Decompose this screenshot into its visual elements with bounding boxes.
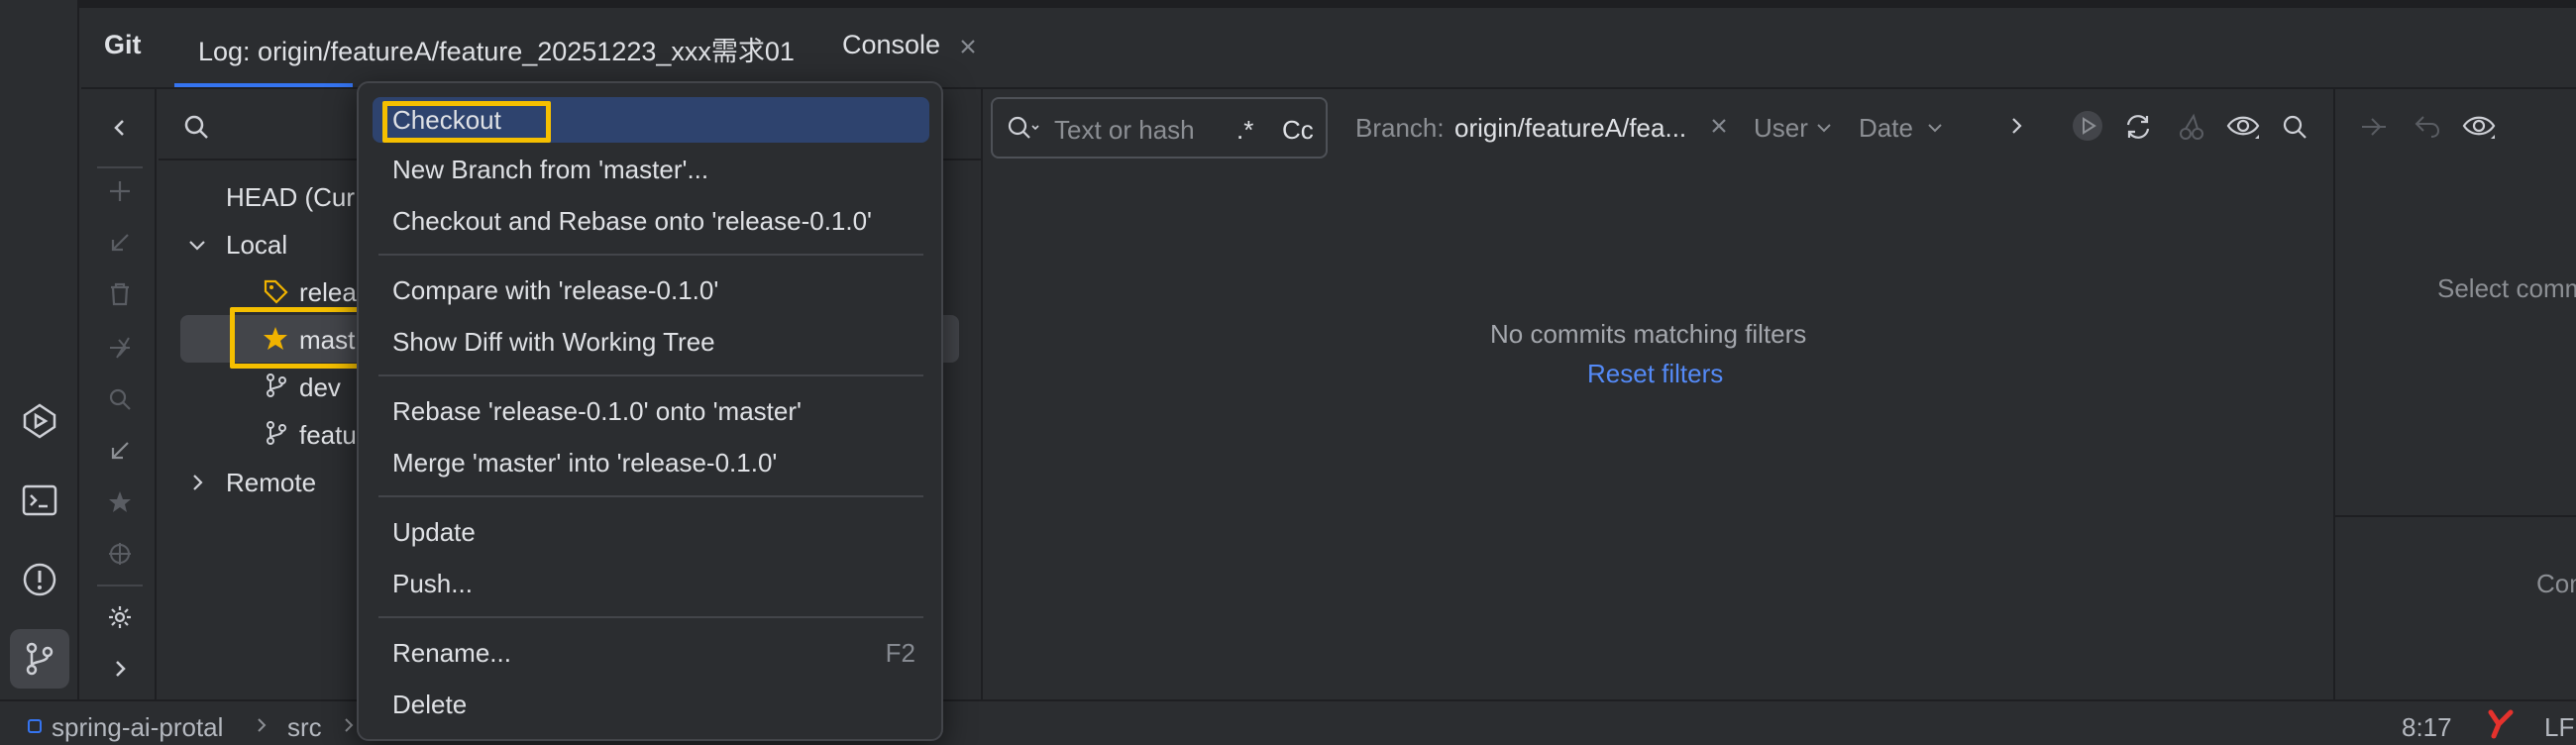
chevron-right-icon	[341, 717, 357, 733]
chevron-left-icon[interactable]	[103, 111, 137, 145]
cherry-pick-icon[interactable]	[2176, 111, 2207, 143]
compare-icon[interactable]	[103, 331, 137, 365]
hash-search-field[interactable]: Text or hash .* Cc	[991, 97, 1328, 159]
branch-icon	[264, 420, 289, 446]
project-icon	[28, 719, 42, 733]
tool-window-header	[81, 8, 2576, 89]
toolbar-divider	[97, 166, 143, 168]
expand-icon[interactable]	[103, 434, 137, 468]
problems-icon[interactable]	[10, 550, 69, 609]
undo-icon[interactable]	[2412, 111, 2443, 143]
branch-item-dev[interactable]: dev	[299, 372, 341, 402]
search-icon	[182, 113, 210, 141]
menu-item-new-branch[interactable]: New Branch from 'master'...	[392, 155, 709, 184]
branch-item-master[interactable]: mast	[299, 325, 356, 355]
case-toggle[interactable]: Cc	[1282, 115, 1314, 145]
branch-item-release[interactable]: relea	[299, 277, 357, 307]
chevron-right-icon[interactable]	[103, 652, 137, 686]
top-strip-dark	[634, 0, 2487, 8]
menu-item-checkout-rebase[interactable]: Checkout and Rebase onto 'release-0.1.0'	[392, 206, 873, 236]
search-icon[interactable]	[103, 382, 137, 416]
branch-filter-value[interactable]: origin/featureA/fea...	[1454, 113, 1687, 143]
branch-filter-label[interactable]: Branch:	[1355, 113, 1445, 143]
terminal-icon[interactable]	[10, 471, 69, 530]
highlight-annotation	[230, 307, 367, 369]
expand-icon[interactable]	[2358, 111, 2390, 143]
tab-console[interactable]: Console	[842, 30, 941, 59]
menu-separator	[378, 374, 923, 376]
chevron-right-icon[interactable]	[186, 472, 208, 493]
hash-search-placeholder: Text or hash	[1054, 115, 1195, 145]
eye-icon[interactable]	[2225, 111, 2261, 143]
chevron-down-icon[interactable]	[1926, 119, 1944, 137]
panel-divider[interactable]	[981, 89, 983, 699]
update-icon[interactable]	[103, 226, 137, 260]
date-filter[interactable]: Date	[1859, 113, 1913, 143]
active-tab-indicator	[174, 83, 353, 87]
highlight-annotation	[382, 101, 551, 143]
eye-icon[interactable]	[2461, 111, 2497, 143]
plugin-icon[interactable]	[2487, 709, 2515, 739]
toolbar-divider	[97, 585, 143, 586]
menu-item-delete[interactable]: Delete	[392, 690, 468, 719]
delete-icon[interactable]	[103, 277, 137, 311]
star-icon	[262, 325, 289, 353]
chevron-right-icon	[254, 717, 269, 733]
rename-shortcut: F2	[885, 638, 915, 668]
branch-icon	[264, 372, 289, 398]
tab-log[interactable]: Log: origin/featureA/feature_20251223_xx…	[198, 37, 795, 66]
commit-details-text: Com	[2536, 569, 2576, 598]
tab-git[interactable]: Git	[104, 30, 142, 59]
search-icon[interactable]	[2281, 113, 2308, 141]
menu-separator	[378, 495, 923, 497]
menu-item-push[interactable]: Push...	[392, 569, 473, 598]
cursor-position[interactable]: 8:17	[2402, 712, 2452, 742]
branch-toolbar	[81, 89, 157, 699]
chevron-down-icon[interactable]	[186, 234, 208, 256]
close-icon[interactable]	[959, 38, 977, 55]
git-icon[interactable]	[10, 629, 69, 689]
local-group[interactable]: Local	[226, 230, 288, 260]
line-ending[interactable]: LF	[2544, 712, 2575, 742]
plus-icon[interactable]	[103, 174, 137, 208]
branch-context-menu: Checkout New Branch from 'master'... Che…	[357, 81, 943, 741]
menu-item-rebase[interactable]: Rebase 'release-0.1.0' onto 'master'	[392, 396, 802, 426]
reset-filters-link[interactable]: Reset filters	[1587, 359, 1724, 388]
search-icon	[1007, 115, 1040, 143]
menu-separator	[378, 254, 923, 256]
regex-toggle[interactable]: .*	[1236, 115, 1254, 145]
menu-item-compare[interactable]: Compare with 'release-0.1.0'	[392, 275, 719, 305]
tag-icon	[262, 277, 289, 305]
user-filter[interactable]: User	[1754, 113, 1808, 143]
activity-bar	[0, 0, 79, 699]
chevron-right-icon[interactable]	[2005, 115, 2027, 137]
menu-separator	[378, 616, 923, 618]
services-icon[interactable]	[10, 391, 69, 451]
breadcrumb-src[interactable]: src	[287, 712, 322, 742]
chevron-down-icon[interactable]	[1815, 119, 1833, 137]
crosshair-icon[interactable]	[103, 537, 137, 571]
refresh-icon[interactable]	[2122, 111, 2154, 143]
menu-item-merge[interactable]: Merge 'master' into 'release-0.1.0'	[392, 448, 778, 478]
menu-item-show-diff[interactable]: Show Diff with Working Tree	[392, 327, 715, 357]
panel-divider[interactable]	[2333, 89, 2335, 699]
head-item[interactable]: HEAD (Cur	[226, 182, 356, 212]
empty-log-message: No commits matching filters	[1490, 319, 1807, 349]
menu-item-rename[interactable]: Rename...	[392, 638, 511, 668]
star-icon[interactable]	[103, 485, 137, 519]
select-commit-text: Select comm	[2437, 273, 2576, 303]
run-icon[interactable]	[2071, 109, 2104, 143]
details-divider[interactable]	[2335, 515, 2576, 517]
remote-group[interactable]: Remote	[226, 468, 317, 497]
close-icon[interactable]	[1710, 117, 1728, 135]
menu-item-update[interactable]: Update	[392, 517, 476, 547]
breadcrumb-project[interactable]: spring-ai-protal	[52, 712, 224, 742]
menu-item-checkout[interactable]: Checkout	[392, 105, 501, 135]
gear-icon[interactable]	[103, 600, 137, 634]
branch-item-feature[interactable]: featu	[299, 420, 357, 450]
